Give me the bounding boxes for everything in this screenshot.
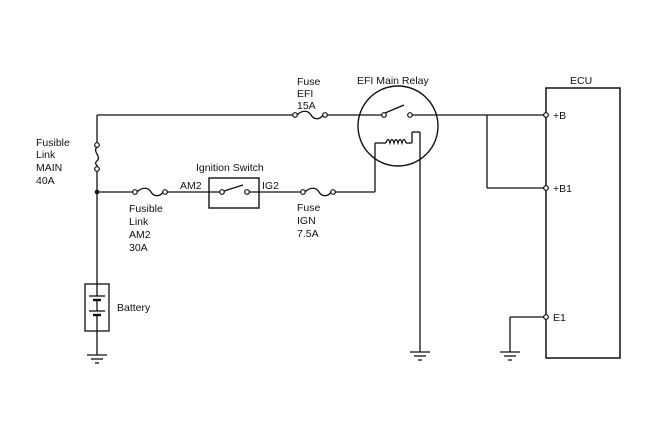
fusible-main-line3: MAIN (36, 162, 62, 174)
fusible-link-main-symbol (94, 142, 100, 172)
efi-main-relay (357, 85, 439, 167)
fusible-link-am2-symbol (132, 187, 168, 197)
fuse-ign-line2: IGN (297, 215, 316, 227)
fusible-am2-line1: Fusible (129, 203, 163, 215)
fuse-ign-line1: Fuse (297, 202, 321, 214)
fusible-am2-line4: 30A (129, 242, 148, 254)
ecu-label: ECU (570, 75, 592, 87)
fusible-main-line1: Fusible (36, 137, 70, 149)
fuse-ign-line3: 7.5A (297, 228, 319, 240)
fuse-efi-line2: EFI (297, 88, 313, 100)
ecu-e1-label: E1 (553, 312, 566, 324)
ecu-b-label: +B (553, 110, 566, 122)
fusible-am2-line3: AM2 (129, 229, 151, 241)
fuse-efi-line1: Fuse (297, 76, 321, 88)
efi-relay-label: EFI Main Relay (357, 75, 430, 87)
ecu-b1-label: +B1 (553, 183, 572, 195)
fusible-main-line4: 40A (36, 175, 55, 187)
am2-terminal-label: AM2 (180, 180, 202, 192)
ignition-switch-label: Ignition Switch (196, 162, 264, 174)
ignition-switch (208, 177, 260, 209)
ground-battery-icon (87, 354, 107, 364)
battery-label: Battery (117, 302, 151, 314)
fusible-main-line2: Link (36, 149, 56, 161)
fuse-efi-line3: 15A (297, 100, 316, 112)
ground-relay-icon (410, 351, 430, 361)
fuse-ign-symbol (300, 187, 336, 197)
fuse-efi-symbol (292, 110, 328, 120)
ecu-box (543, 87, 621, 359)
ground-ecu-icon (500, 351, 520, 361)
ig2-terminal-label: IG2 (262, 180, 279, 192)
fusible-am2-line2: Link (129, 216, 149, 228)
battery-symbol (84, 283, 110, 332)
